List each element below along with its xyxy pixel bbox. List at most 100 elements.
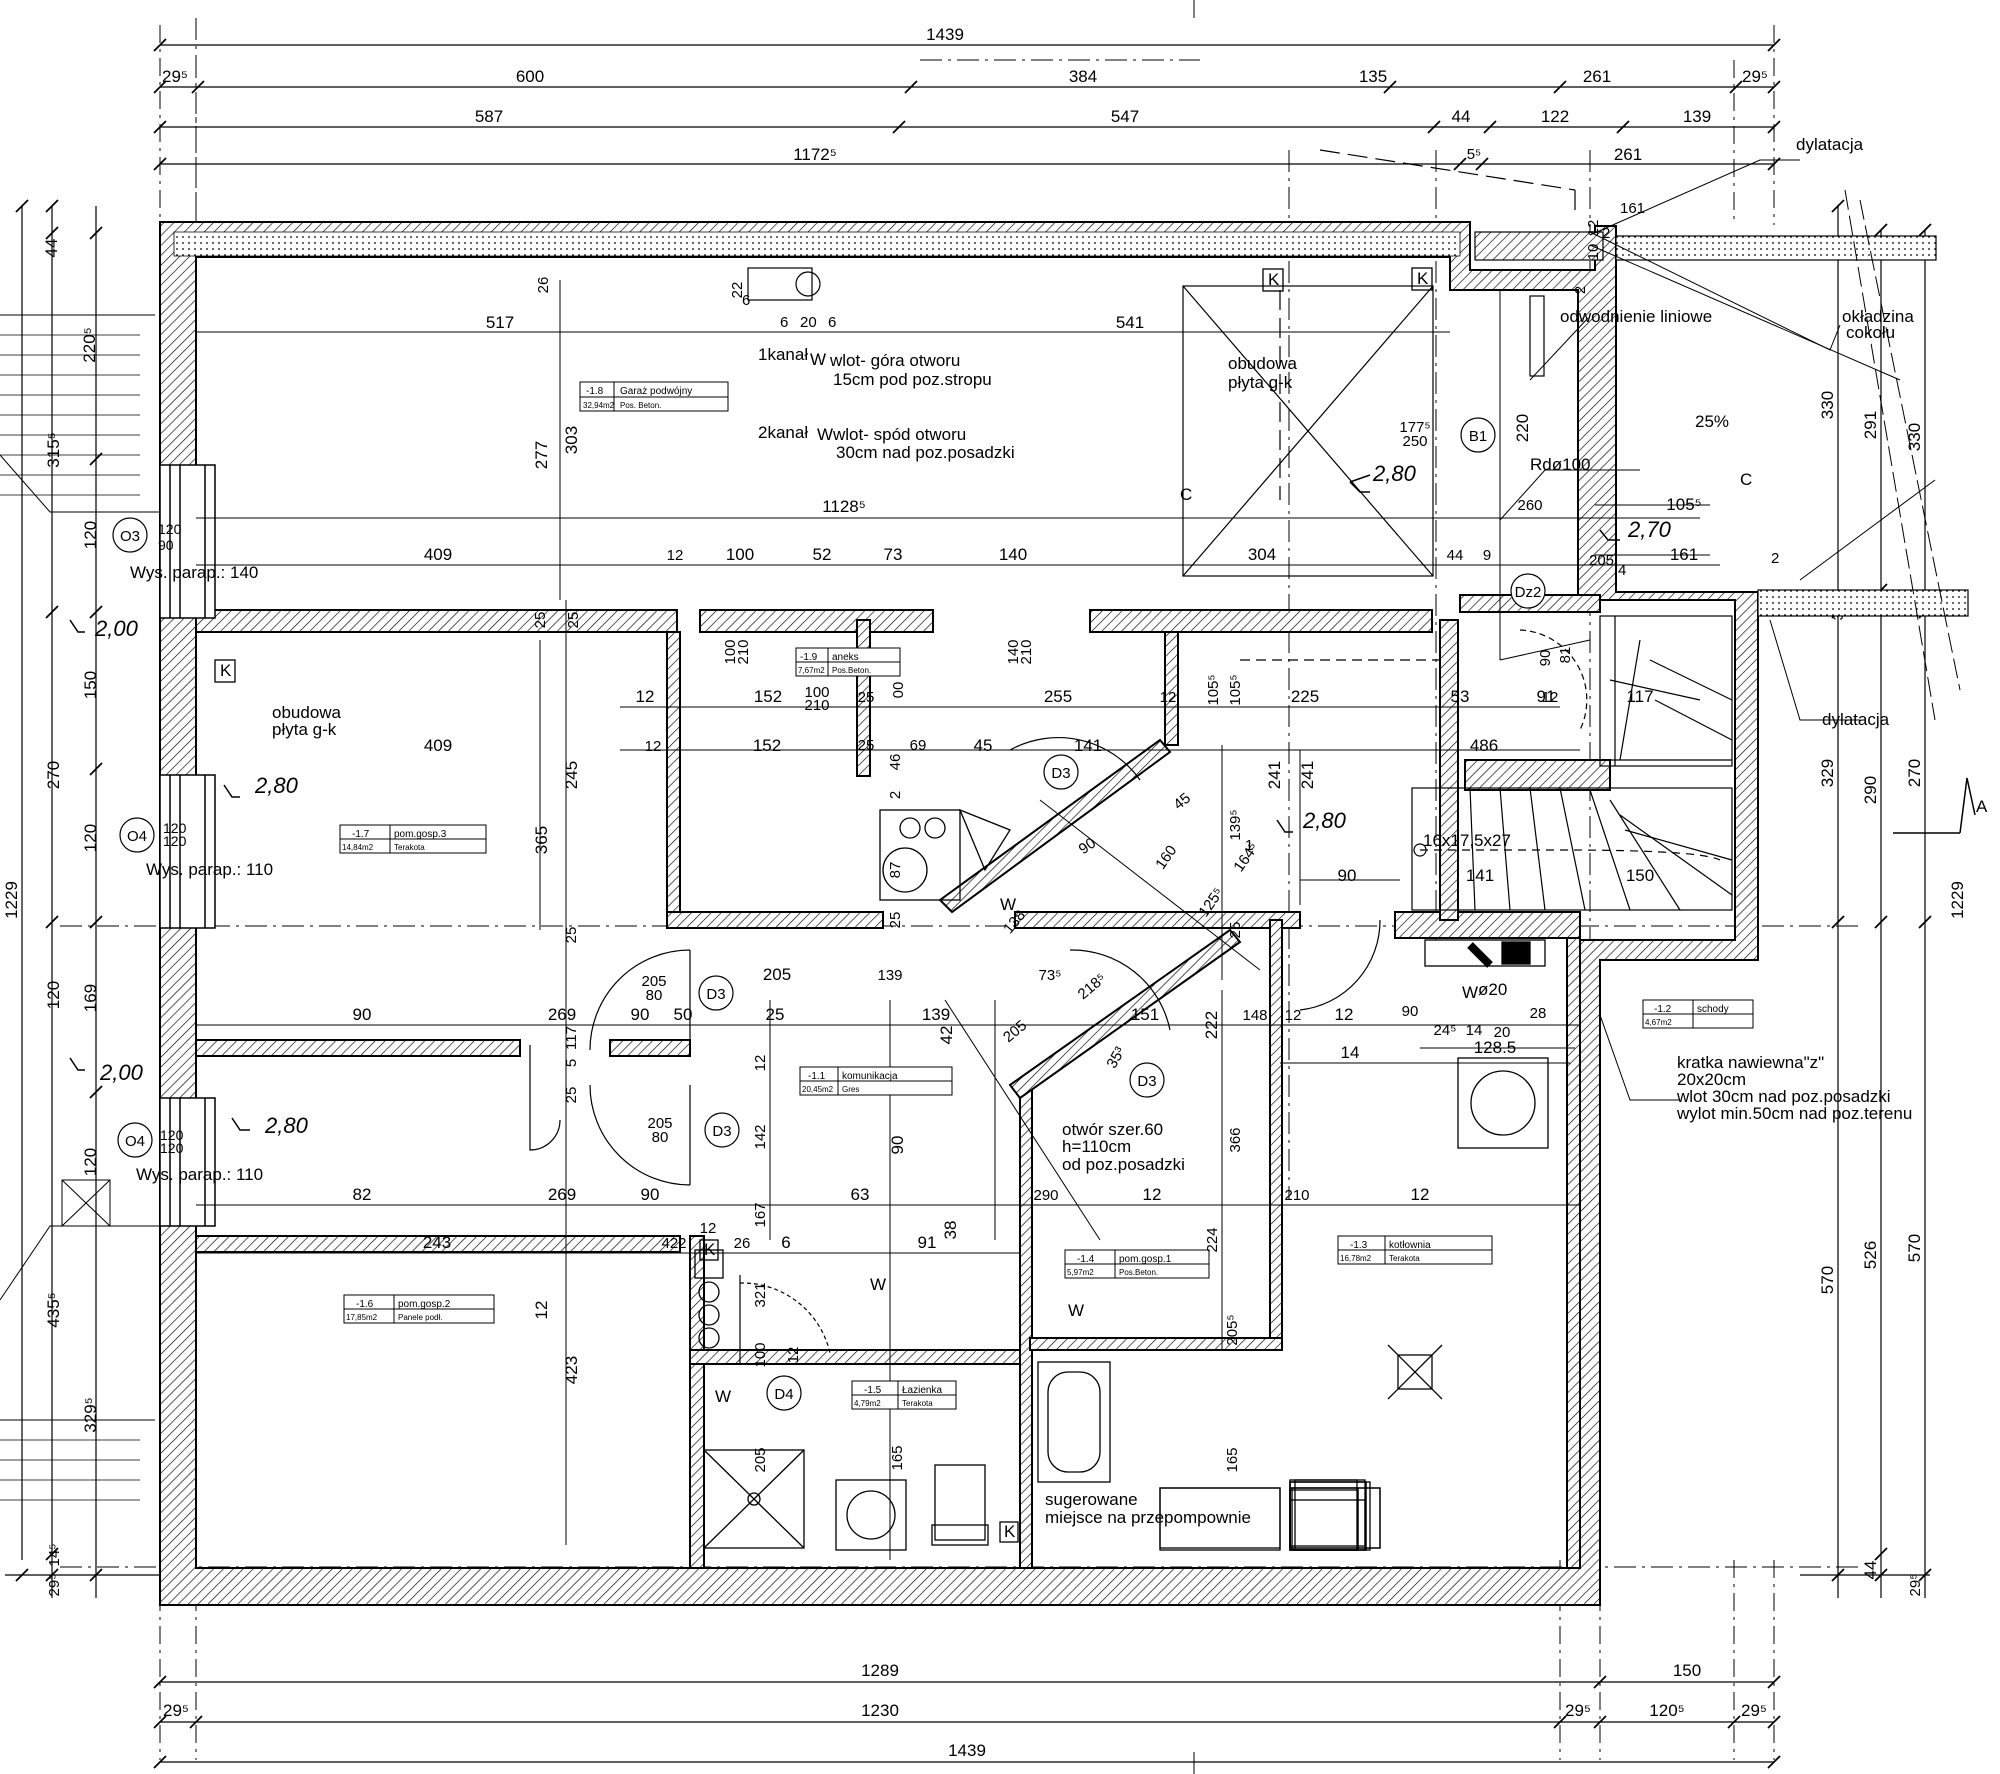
note: sugerowane <box>1045 1490 1138 1509</box>
room-num: -1.2 <box>1654 1004 1672 1015</box>
note: Wys. parap.: 140 <box>130 563 258 582</box>
dim-text: 165 <box>889 1445 906 1470</box>
note: kratka nawiewna"z" <box>1677 1053 1824 1072</box>
room-labels: -1.8 Garaż podwójny 32,94m2 Pos. Beton. … <box>339 381 1754 1410</box>
dim-text: 73⁵ <box>1039 967 1062 984</box>
dim-text: 210 <box>735 639 752 664</box>
dim-text: 139⁵ <box>1227 809 1244 840</box>
room-area: 32,94m2 <box>583 401 615 410</box>
dim-text: 140 <box>1005 639 1022 664</box>
window-dim: 120 <box>158 521 182 537</box>
note: C <box>1180 485 1192 504</box>
note: K <box>1004 1522 1016 1541</box>
bottom-dimension-texts: 1289 150 29⁵ 1230 29⁵ 120⁵ 29⁵ 1439 <box>163 1661 1767 1760</box>
left-dimension-texts: 44 220⁵ 315⁵ 120 150 270 120 1229 120 16… <box>2 239 100 1597</box>
dim-text: 291 <box>1861 411 1880 439</box>
note: W <box>1000 895 1016 914</box>
dim-text: 315⁵ <box>44 432 63 467</box>
dim-text: 90 <box>353 1005 372 1024</box>
room-num: -1.1 <box>808 1071 826 1082</box>
note: 25% <box>1695 412 1729 431</box>
dim-text: 12 <box>645 738 662 755</box>
note: K <box>1417 269 1429 288</box>
level-label: 2,00 <box>99 1060 144 1085</box>
dim-text: 220⁵ <box>80 327 99 362</box>
note: K <box>704 1240 716 1259</box>
dim-text: 25 <box>563 927 580 944</box>
room-tag-kotlownia: -1.3 kotłownia 16,78m2 Terakota <box>1337 1235 1493 1265</box>
dim-text: 148 <box>1242 1007 1267 1024</box>
note: miejsce na przepompownie <box>1045 1508 1251 1527</box>
room-tag-gosp2: -1.6 pom.gosp.2 17,85m2 Panele podł. <box>343 1294 495 1324</box>
note: okładzina <box>1842 307 1914 326</box>
dim-text: 241 <box>1265 761 1284 789</box>
dim-text: 517 <box>486 313 514 332</box>
dim-text: 139 <box>922 1005 950 1024</box>
room-name: kotłownia <box>1389 1240 1431 1251</box>
dim-text: 422 <box>661 1235 686 1252</box>
note: Rdø100 <box>1530 455 1590 474</box>
dim-text: 210 <box>804 697 829 714</box>
dim-text: 100 <box>752 1342 769 1367</box>
dim-text: 2 <box>1602 225 1610 242</box>
dim-text: 44 <box>1447 547 1464 564</box>
dim-text: 120 <box>81 521 100 549</box>
dim-text: 423 <box>562 1356 581 1384</box>
dim-text: 44 <box>1861 1561 1880 1580</box>
dim-text: 42 <box>937 1026 956 1045</box>
tag-o3: O3 <box>120 528 140 545</box>
dim-text: 12 <box>785 1347 802 1364</box>
dim-text: 25 <box>858 689 875 706</box>
dim-text: 25 <box>766 1005 785 1024</box>
dim-text: 1172⁵ <box>793 145 837 164</box>
dim-text: 329 <box>1818 759 1837 787</box>
room-floor: Panele podł. <box>398 1313 442 1322</box>
note: W <box>817 425 833 444</box>
dim-text: 2 <box>887 791 904 799</box>
dim-text: 140 <box>999 545 1027 564</box>
dim-text: 205 <box>647 1115 672 1132</box>
dim-text: 35³ <box>1103 1044 1129 1071</box>
note: dylatacja <box>1822 710 1890 729</box>
room-num: -1.6 <box>356 1299 374 1310</box>
room-name: pom.gosp.1 <box>1119 1254 1172 1265</box>
tag-texts: B1 Dz2 D3 D3 D3 D3 D4 O3 O4 O4 <box>120 428 1541 1403</box>
dim-text: 25 <box>858 737 875 754</box>
windows <box>159 464 216 1227</box>
dim-text: 45 <box>1170 790 1194 814</box>
dim-text: 1439 <box>926 25 964 44</box>
note: odwodnienie liniowe <box>1560 307 1712 326</box>
room-area: 7,67m2 <box>798 666 825 675</box>
dim-text: 4 <box>1618 562 1626 579</box>
room-name: Garaż podwójny <box>620 386 692 397</box>
note: C <box>1740 470 1752 489</box>
dim-text: 161 <box>1670 545 1698 564</box>
room-tag-komunikacja: -1.1 komunikacja 20,45m2 Gres <box>799 1066 953 1096</box>
dim-text: 250 <box>1402 433 1427 450</box>
staircase <box>1411 615 1733 911</box>
dim-text: 12 <box>700 1220 717 1237</box>
note: płyta g-k <box>1228 373 1293 392</box>
room-tag-schody: -1.2 schody 4,67m2 <box>1642 999 1754 1029</box>
room-area: 20,45m2 <box>802 1085 834 1094</box>
note: ø20 <box>1478 980 1507 999</box>
note: wlot- spód otworu <box>832 425 966 444</box>
dim-text: 12 <box>1542 689 1559 706</box>
dim-text: 12 <box>667 547 684 564</box>
room-name: aneks <box>832 652 859 663</box>
dim-text: 29⁵ <box>1741 1701 1767 1720</box>
note: otwór szer.60 <box>1062 1120 1163 1139</box>
dim-text: 10 <box>1585 244 1602 261</box>
dim-text: 526 <box>1861 1241 1880 1269</box>
note: wlot 30cm nad poz.posadzki <box>1676 1087 1891 1106</box>
level-label: 2,70 <box>1627 517 1672 542</box>
dim-text: 100 <box>722 639 739 664</box>
dim-text: 90 <box>1402 1003 1419 1020</box>
dim-text: 91 <box>1537 687 1556 706</box>
window-dim: 120 <box>163 820 187 836</box>
note: Wys. parap.: 110 <box>136 1165 263 1184</box>
right-dimension-texts: 330 291 330 329 290 270 1229 570 526 570… <box>1818 237 1967 1597</box>
note: obudowa <box>1228 354 1298 373</box>
window-dim: 90 <box>158 537 174 553</box>
dim-text: 290 <box>1861 776 1880 804</box>
